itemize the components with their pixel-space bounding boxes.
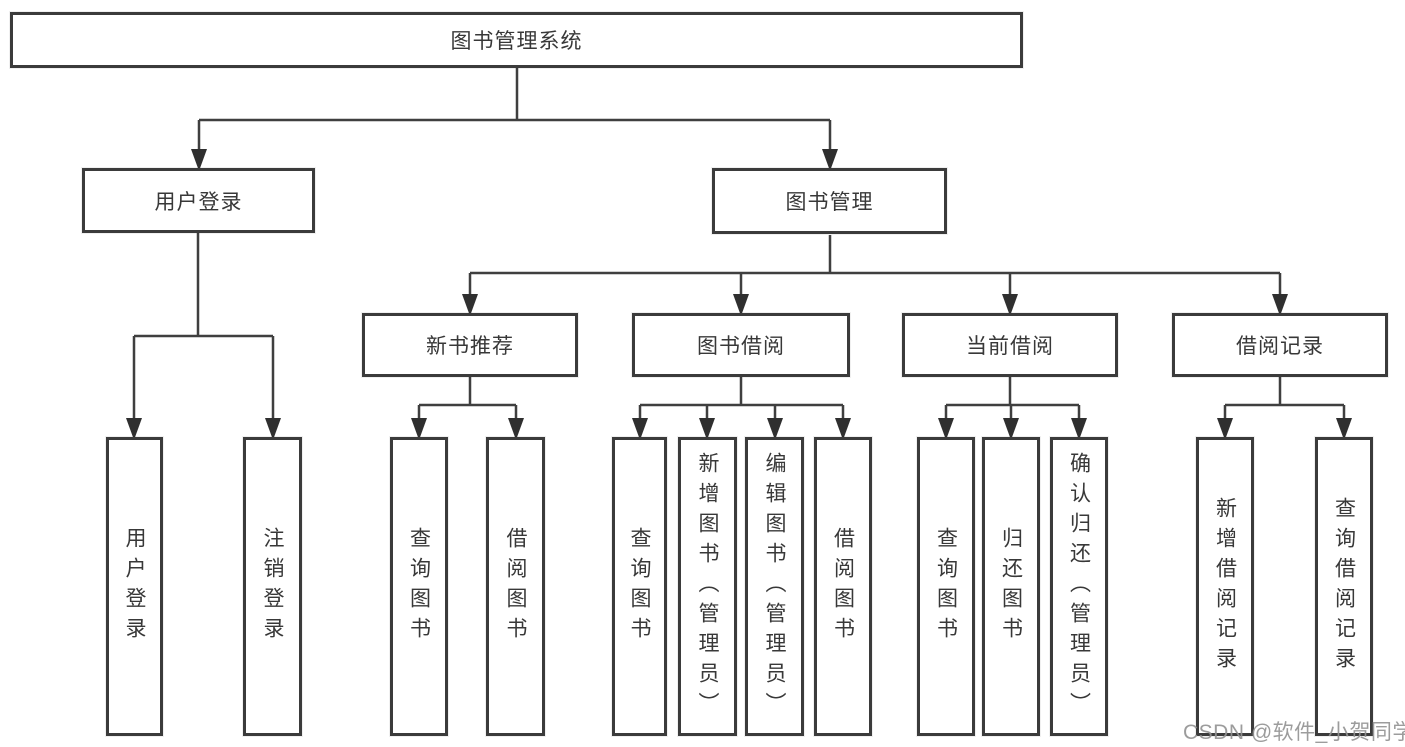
arrow-icon <box>835 418 851 440</box>
node-label: 借阅记录 <box>1236 335 1324 358</box>
arrow-icon <box>508 418 524 440</box>
leaf-query-books-3: 查询图书 <box>917 437 975 736</box>
node-label: 当前借阅 <box>966 335 1054 358</box>
leaf-add-book-admin: 新增图书（管理员） <box>678 437 737 736</box>
node-label: 新增图书（管理员） <box>696 451 719 722</box>
leaf-logout: 注销登录 <box>243 437 302 736</box>
node-book-management: 图书管理 <box>712 168 947 234</box>
arrow-icon <box>938 418 954 440</box>
arrow-icon <box>1003 418 1019 440</box>
arrow-icon <box>822 149 838 171</box>
arrow-icon <box>1336 418 1352 440</box>
node-label: 查询图书 <box>934 526 958 647</box>
csdn-watermark: CSDN @软件_小贺同学 <box>1183 721 1405 744</box>
node-label: 图书管理系统 <box>450 30 583 53</box>
node-label: 用户登录 <box>123 526 146 647</box>
node-label: 新增借阅记录 <box>1213 496 1237 677</box>
leaf-query-books-2: 查询图书 <box>612 437 667 736</box>
node-root-system: 图书管理系统 <box>10 12 1023 68</box>
node-label: 查询图书 <box>407 526 431 647</box>
leaf-user-login: 用户登录 <box>106 437 163 736</box>
node-label: 借阅图书 <box>831 526 855 647</box>
connector-book-mgmt-branch <box>468 235 1282 295</box>
arrow-icon <box>126 418 142 440</box>
arrow-icon <box>699 418 715 440</box>
arrow-icon <box>265 418 281 440</box>
node-user-login: 用户登录 <box>82 168 315 233</box>
node-label: 借阅图书 <box>504 526 527 647</box>
node-label: 查询图书 <box>628 526 651 647</box>
node-label: 确认归还（管理员） <box>1067 451 1091 722</box>
node-new-book-recommend: 新书推荐 <box>362 313 578 377</box>
connector-current-borrow-branch <box>944 377 1081 419</box>
arrowheads <box>126 149 1352 440</box>
leaf-query-borrow-record: 查询借阅记录 <box>1315 437 1373 736</box>
arrow-icon <box>191 149 207 171</box>
leaf-borrow-books-2: 借阅图书 <box>814 437 872 736</box>
node-label: 图书管理 <box>785 191 874 214</box>
node-current-borrow: 当前借阅 <box>902 313 1118 377</box>
connector-book-borrow-branch <box>638 377 845 419</box>
arrow-icon <box>733 294 749 316</box>
leaf-return-book: 归还图书 <box>982 437 1040 736</box>
connector-root-stem <box>197 68 832 150</box>
connector-new-book-branch <box>417 377 518 419</box>
leaf-confirm-return-admin: 确认归还（管理员） <box>1050 437 1108 736</box>
node-label: 图书借阅 <box>697 335 785 358</box>
leaf-add-borrow-record: 新增借阅记录 <box>1196 437 1254 736</box>
arrow-icon <box>632 418 648 440</box>
node-book-borrow: 图书借阅 <box>632 313 850 377</box>
arrow-icon <box>1272 294 1288 316</box>
node-label: 查询借阅记录 <box>1332 496 1356 677</box>
arrow-icon <box>1002 294 1018 316</box>
connector-borrow-records-branch <box>1223 377 1346 419</box>
node-label: 归还图书 <box>999 526 1023 647</box>
leaf-borrow-books-1: 借阅图书 <box>486 437 545 736</box>
connector-user-login-branch <box>132 233 275 419</box>
arrow-icon <box>767 418 783 440</box>
node-label: 新书推荐 <box>426 335 514 358</box>
node-label: 注销登录 <box>261 526 284 647</box>
leaf-query-books-1: 查询图书 <box>390 437 448 736</box>
arrow-icon <box>411 418 427 440</box>
node-label: 编辑图书（管理员） <box>763 451 786 722</box>
leaf-edit-book-admin: 编辑图书（管理员） <box>745 437 804 736</box>
arrow-icon <box>1217 418 1233 440</box>
arrow-icon <box>462 294 478 316</box>
node-label: 用户登录 <box>154 190 243 214</box>
arrow-icon <box>1071 418 1087 440</box>
node-borrow-records: 借阅记录 <box>1172 313 1388 377</box>
